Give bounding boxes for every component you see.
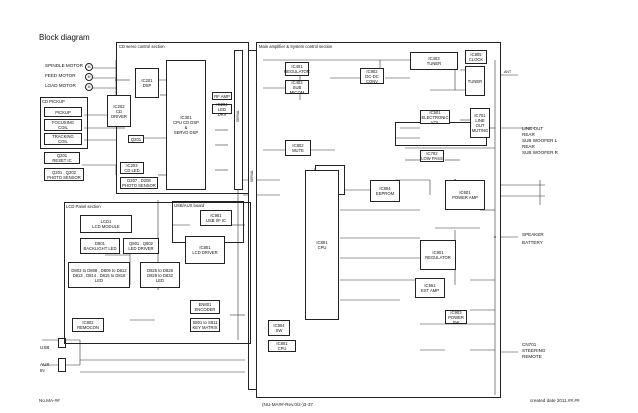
steering-remote-label: CN701 STEERING REMOTE xyxy=(522,342,546,359)
encoder-box: EN801 ENCODER xyxy=(190,300,220,314)
clock-box: IC805 CLOCK xyxy=(465,50,487,64)
main-amp-title: Main amplifier & System control section xyxy=(259,44,333,49)
led-group-2-box: D825 to D828 D829 to D832 LED xyxy=(140,262,180,288)
regulator-box: IC401 REGULATOR xyxy=(284,62,310,76)
cd-driver-box: IC202 CD DRIVER xyxy=(107,95,131,127)
reset-ic-box: Q201 RESET IC xyxy=(44,152,80,164)
main-serial-bus xyxy=(248,50,257,390)
tracking-coil-box: TRACKING COIL xyxy=(44,133,82,145)
usb-aux-board-title: USB/AUX board xyxy=(174,203,205,208)
line-out-label: LINE OUT REAR SUB WOOFER L REAR SUB WOOF… xyxy=(522,126,558,155)
photo-sensor-2-box: D207 , D208 PHOTO SENSOR xyxy=(120,177,158,189)
cd-servo-title: CD servo control section xyxy=(119,44,165,49)
usb-label: USB xyxy=(40,345,50,350)
dc-dc-box: IC902 DC-DC CONV xyxy=(360,68,384,84)
led-driver-box: Q801 , Q802 LED DRIVER xyxy=(123,238,159,254)
lcd-panel-title: LCD Panel section xyxy=(66,204,101,209)
regulator-2-box: IC901 REGULATOR xyxy=(420,240,456,270)
cd-pickup-block xyxy=(40,97,88,149)
sw-box: IC904 SW xyxy=(268,320,290,336)
focusing-coil-box: FOCUSING COIL xyxy=(44,119,82,131)
led-drv-box: IC204 LED DRV xyxy=(212,102,232,117)
lcd-panel-section xyxy=(64,202,251,344)
feed-motor-symbol: M xyxy=(85,73,93,81)
sub-micom-box: IC402 SUB MICOM xyxy=(285,80,309,95)
power-amp-box: IC601 POWER AMP xyxy=(445,180,485,210)
cd-pickup-title: CD PICKUP xyxy=(42,99,65,104)
key-matrix-box: S801 to S811 KEY MATRIX xyxy=(190,318,220,332)
ext-amp-box: IC551 EXT AMP xyxy=(415,278,445,298)
antenna-tuner-box: TUNER xyxy=(465,66,485,96)
aux-jack xyxy=(58,358,66,372)
load-motor-symbol: M xyxy=(85,83,93,91)
remocon-box: IC802 REMOCON xyxy=(72,318,104,332)
eeprom-box: IC804 EEPROM xyxy=(370,180,400,202)
line-out-muting-box: IC701 LINE OUT MUTING xyxy=(470,108,490,138)
pickup-box: PICKUP xyxy=(44,107,82,117)
footer-left: No.MA-## xyxy=(39,398,60,403)
cd-serial-bus xyxy=(234,50,243,190)
dsp-box: IC201 DSP xyxy=(135,68,159,98)
footer-center: (NU-MA##-Rev.0/2-)3-37 xyxy=(262,402,313,407)
lcd-module-box: LCD1 LCD MODULE xyxy=(80,215,132,233)
backlight-led-box: D801 BACKLIGHT LED xyxy=(80,238,120,254)
q201-box: Q201 xyxy=(128,135,144,143)
tuner-box: IC403 TUNER xyxy=(410,52,458,70)
usb-if-box: IC901 USB I/F IC xyxy=(200,210,232,226)
spindle-motor-label: SPINDLE MOTOR xyxy=(45,63,83,68)
feed-motor-label: FEED MOTOR xyxy=(45,73,76,78)
load-motor-label: LOAD MOTOR xyxy=(45,83,76,88)
power-sw-box: IC903 POWER SW xyxy=(445,310,467,325)
cpu-cd-dsp-box: IC301 CPU CD DSP & SERVO DSP xyxy=(166,60,206,190)
cd-led-box: IC203 CD LED xyxy=(120,162,144,174)
aux-in-label: AUX IN xyxy=(40,362,50,373)
rf-amp-box: RF AMP xyxy=(212,92,232,100)
cd-serial-bus-label: SERIAL xyxy=(236,110,240,123)
lcd-driver-box: IC801 LCD DRIVER xyxy=(185,236,225,264)
main-serial-bus-label: SERIAL xyxy=(250,170,254,183)
spindle-motor-symbol: M xyxy=(85,63,93,71)
antenna-label: ANT xyxy=(504,70,512,74)
low-pass-box: IC702 LOW PASS xyxy=(420,150,444,162)
footer-right: created date 2011.##.## xyxy=(530,398,580,403)
mute-box: IC802 MUTE xyxy=(285,140,311,156)
cpu-box: IC801 CPU xyxy=(305,170,339,320)
electronic-vol-box: IC501 ELECTRONIC VOL xyxy=(420,109,450,125)
speaker-label: SPEAKER xyxy=(522,232,544,237)
page-title: Block diagram xyxy=(39,33,90,42)
photo-sensor-box: Q201 , Q202 PHOTO SENSOR xyxy=(44,168,84,181)
led-group-1-box: D803 to D808 , D809 to D812 D813 , D814 … xyxy=(68,262,130,288)
battery-label: BATTERY xyxy=(522,240,543,245)
cpu-small-box: IC801 CPU xyxy=(268,340,296,352)
